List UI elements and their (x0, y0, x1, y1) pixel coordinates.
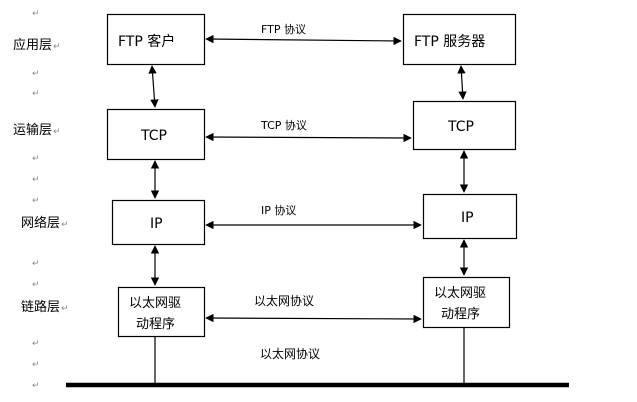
tcp-protocol-arrow (205, 132, 412, 143)
paragraph-mark: ↵ (32, 9, 40, 19)
layer-label-network: 网络层 (21, 215, 60, 231)
ftp-protocol-label: FTP 协议 (261, 22, 306, 36)
left-ip-label: IP (150, 216, 163, 232)
right-tcp-label: TCP (447, 119, 474, 135)
left-ethernet-driver-label-line2: 动程序 (136, 317, 175, 332)
left-tcp-box (106, 108, 206, 161)
ftp-server-label: FTP 服务器 (414, 34, 485, 50)
left-ethernet-driver-label-line1: 以太网驱 (129, 296, 181, 311)
right-ethernet-driver-label-line2: 动程序 (441, 307, 480, 322)
layer-label-link: 链路层 (21, 299, 60, 315)
right-app-transport-arrow (457, 65, 467, 100)
paragraph-mark: ↵ (61, 220, 69, 230)
ip-protocol-label: IP 协议 (261, 203, 296, 217)
paragraph-mark: ↵ (32, 89, 40, 99)
left-ethernet-driver-box (117, 286, 206, 338)
left-app-transport-arrow (148, 65, 159, 108)
paragraph-mark: ↵ (53, 127, 61, 137)
left-ip-box (111, 199, 206, 246)
paragraph-mark: ↵ (32, 175, 40, 185)
paragraph-mark: ↵ (32, 280, 40, 290)
paragraph-mark: ↵ (32, 69, 40, 79)
right-ethernet-driver-box (422, 276, 511, 329)
paragraph-mark: ↵ (53, 42, 61, 52)
ftp-client-box (106, 13, 206, 66)
paragraph-mark: ↵ (32, 196, 40, 206)
paragraph-mark: ↵ (32, 381, 40, 391)
ethernet-protocol-arrow (205, 313, 422, 324)
left-stack: FTP 客户 TCP IP 以太网驱 动程序 (106, 13, 206, 383)
ftp-server-box (402, 13, 517, 66)
right-tcp-box (412, 100, 517, 151)
ethernet-medium-label: 以太网协议 (260, 346, 320, 361)
paragraph-mark: ↵ (32, 154, 40, 164)
paragraph-mark: ↵ (32, 259, 40, 269)
ethernet-protocol-label: 以太网协议 (254, 293, 314, 308)
paragraph-mark: ↵ (32, 360, 40, 370)
right-ip-label: IP (461, 210, 474, 226)
left-tcp-label: TCP (140, 128, 167, 144)
right-stack: FTP 服务器 TCP IP 以太网驱 动程序 (402, 13, 518, 383)
right-ethernet-driver-label-line1: 以太网驱 (434, 286, 486, 301)
right-ip-box (422, 193, 518, 240)
layer-label-transport: 运输层 (13, 122, 52, 138)
paragraph-mark: ↵ (61, 304, 69, 314)
paragraph-mark: ↵ (32, 339, 40, 349)
layer-label-application: 应用层 (13, 37, 52, 53)
tcp-protocol-label: TCP 协议 (260, 118, 307, 132)
paragraph-marks: ↵ ↵ ↵ ↵ ↵ ↵ ↵ ↵ ↵ ↵ ↵ (32, 9, 40, 391)
ftp-client-label: FTP 客户 (118, 33, 175, 50)
peer-protocols: FTP 协议 TCP 协议 IP 协议 以太网协议 以太网协议 (205, 22, 422, 361)
ftp-protocol-arrow (205, 34, 402, 46)
